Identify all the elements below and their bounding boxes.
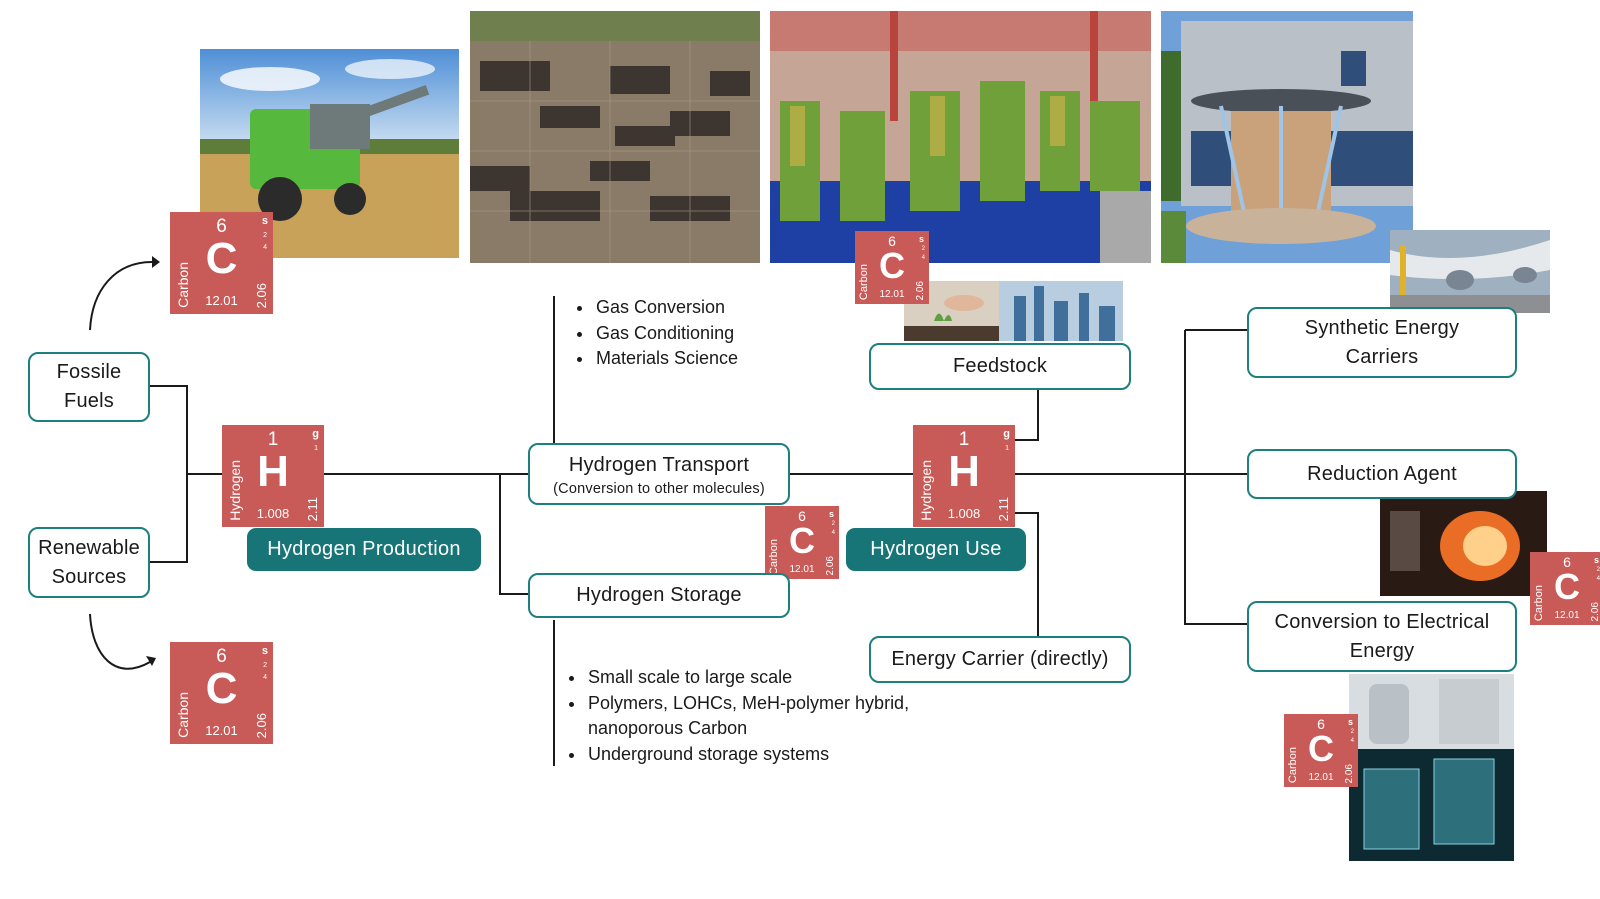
- feedstock-photo: [904, 281, 1123, 341]
- hydrogen-tile-use: g 1 1 H 1.008 Hydrogen 2.11: [913, 425, 1015, 527]
- hydrogen-storage-node: Hydrogen Storage: [528, 573, 790, 618]
- feedstock-node: Feedstock: [869, 343, 1131, 390]
- hydrogen-transport-node: Hydrogen Transport(Conversion to other m…: [528, 443, 790, 505]
- list-item: Materials Science: [594, 346, 814, 372]
- greenhouse-plants-photo: [770, 11, 1151, 263]
- hydrogen-use-label: Hydrogen Use: [846, 528, 1026, 571]
- curved-arrow-down: [89, 613, 151, 670]
- field-trial-photo: [470, 11, 760, 263]
- storage-bullet-list: Small scale to large scale Polymers, LOH…: [568, 665, 916, 767]
- list-item: Gas Conditioning: [594, 321, 814, 347]
- battery-photo: [1349, 674, 1514, 861]
- reduction-agent-node: Reduction Agent: [1247, 449, 1517, 499]
- energy-carrier-node: Energy Carrier (directly): [869, 636, 1131, 683]
- list-item: Small scale to large scale: [586, 665, 916, 691]
- aircraft-photo: [1390, 230, 1550, 313]
- source-bracket: [150, 385, 188, 563]
- list-item: Underground storage systems: [586, 742, 916, 768]
- hydrogen-tile-production: g 1 1 H 1.008 Hydrogen 2.11: [222, 425, 324, 527]
- list-item: Polymers, LOHCs, MeH-polymer hybrid, nan…: [586, 691, 916, 742]
- hydrogen-tile-shells: 1: [1005, 445, 1009, 452]
- list-item: Gas Conversion: [594, 295, 814, 321]
- transport-bullet-list: Gas Conversion Gas Conditioning Material…: [576, 295, 814, 372]
- curved-arrow-up: [89, 261, 153, 331]
- steel-furnace-photo: [1380, 491, 1547, 596]
- research-building-photo: [1161, 11, 1413, 263]
- hydrogen-production-label: Hydrogen Production: [247, 528, 481, 571]
- hydrogen-tile-shells: 1: [314, 445, 318, 452]
